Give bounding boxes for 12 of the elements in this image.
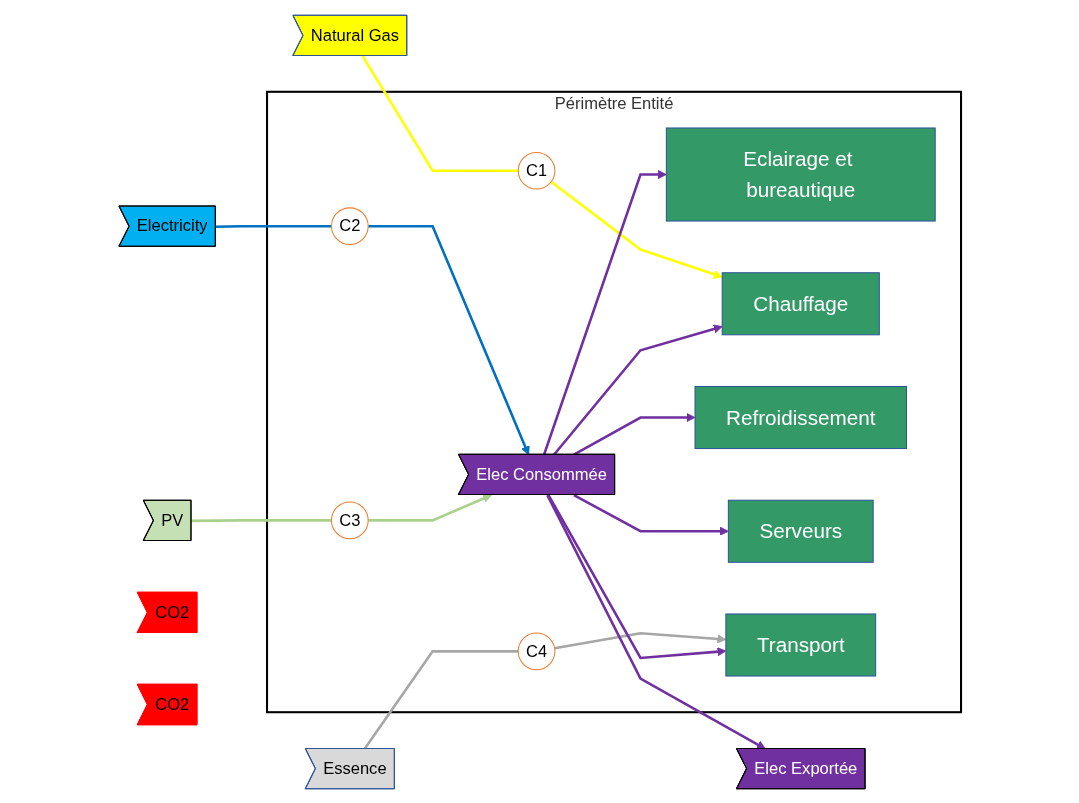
node-box: Refroidissement [694, 385, 907, 449]
connector [215, 224, 331, 228]
node-circle: C1 [517, 151, 555, 190]
node-circle: C4 [517, 632, 555, 670]
node-circle: C3 [330, 501, 369, 539]
node-box: Chauffage [721, 271, 880, 335]
node-box: Serveurs [727, 499, 874, 563]
arrow [553, 631, 726, 649]
node-box: Eclairage et bureautique [665, 126, 936, 222]
node-circle: C2 [330, 206, 369, 245]
node-box: Transport [724, 612, 876, 677]
connector [191, 518, 331, 522]
